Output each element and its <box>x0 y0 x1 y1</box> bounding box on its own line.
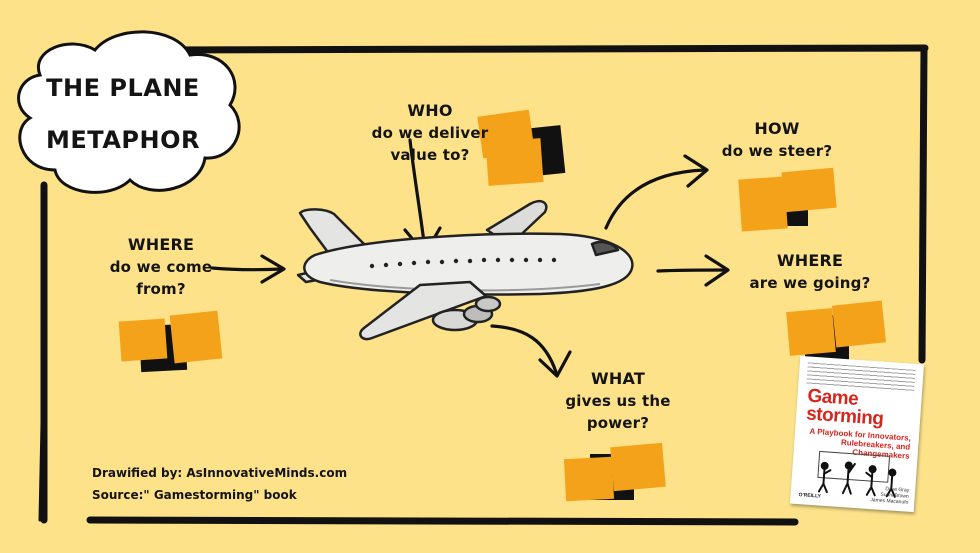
title-line-1: THE PLANE <box>46 74 200 102</box>
label-where-from-l1: WHERE <box>127 235 195 254</box>
airplane-windows <box>369 257 557 269</box>
title-line-2: METAPHOR <box>46 126 200 154</box>
label-how-l1: HOW <box>754 119 800 138</box>
arrow-how <box>604 154 709 230</box>
label-who: WHO do we deliver value to? <box>360 100 500 166</box>
airplane-fuselage <box>303 232 634 296</box>
airplane-cockpit <box>590 240 620 257</box>
label-how-l2: do we steer? <box>721 142 833 160</box>
sticky-notes <box>118 109 887 502</box>
book-title-line-2: storming <box>805 403 885 430</box>
label-who-l3: value to? <box>390 146 470 164</box>
arrow-from <box>210 254 286 284</box>
sticky-group-who <box>477 109 566 186</box>
title-cloud <box>17 30 241 194</box>
label-where-going-l2: are we going? <box>749 274 871 292</box>
book-authors: Dave Gray Sunni Brown James Macanufo <box>870 485 909 506</box>
airplane <box>296 200 634 341</box>
book-author-3: James Macanufo <box>870 497 909 506</box>
gamestorming-book-cover: Game storming A Playbook for Innovators,… <box>789 355 925 513</box>
sticky-group-where-from <box>118 310 223 373</box>
arrow-going <box>656 254 730 287</box>
frame-border <box>38 44 929 526</box>
label-what-l2: gives us the <box>565 392 671 410</box>
page-title: THE PLANE METAPHOR <box>28 62 218 166</box>
airplane-tail <box>298 208 374 257</box>
label-what-l1: WHAT <box>591 369 645 388</box>
sticky-group-what <box>563 442 666 502</box>
sticky-group-how <box>738 167 837 232</box>
credits: Drawified by: AsInnovativeMinds.com Sour… <box>92 462 347 506</box>
label-who-l2: do we deliver <box>371 124 489 142</box>
label-how: HOW do we steer? <box>712 118 842 162</box>
label-what-l3: power? <box>586 414 650 432</box>
book-publisher: O'REILLY <box>798 492 822 500</box>
label-where-going: WHERE are we going? <box>745 250 875 294</box>
arrow-what <box>490 324 572 378</box>
label-who-l1: WHO <box>407 101 453 120</box>
label-what: WHAT gives us the power? <box>548 368 688 434</box>
credit-drawn-by: Drawified by: AsInnovativeMinds.com <box>92 466 348 480</box>
sticky-group-where-going <box>786 300 887 361</box>
label-where-going-l1: WHERE <box>776 251 844 270</box>
label-where-from-l2: do we come <box>109 258 213 276</box>
book-illustration <box>817 450 897 498</box>
label-where-from: WHERE do we come from? <box>96 234 226 300</box>
credit-source: Source:" Gamestorming" book <box>92 488 297 502</box>
label-where-from-l3: from? <box>136 280 186 298</box>
